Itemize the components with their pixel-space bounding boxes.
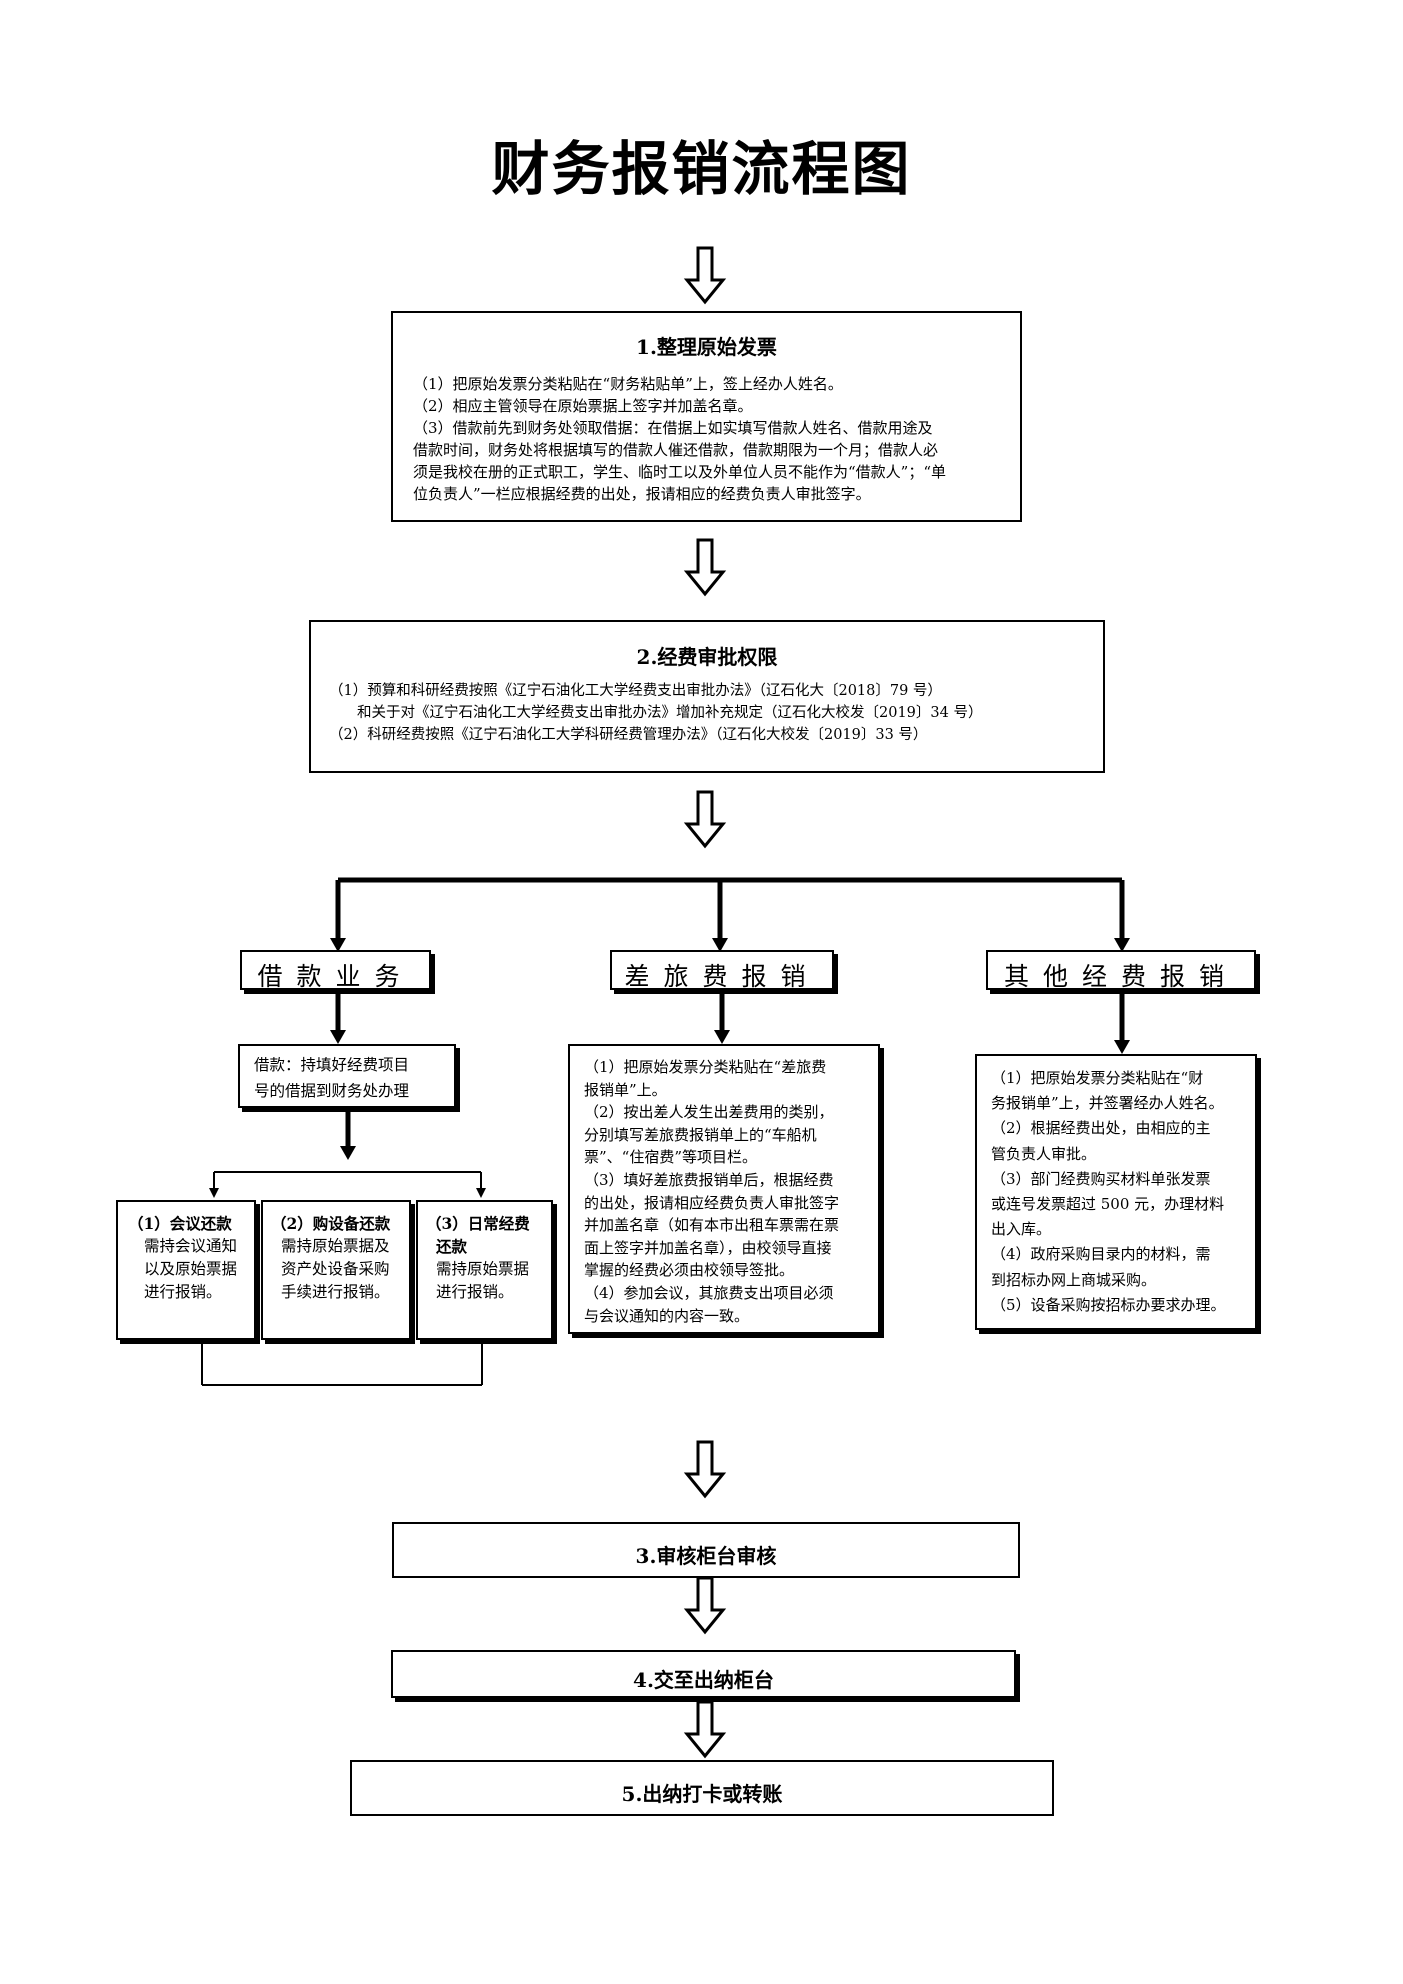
page-title: 财务报销流程图 [491, 135, 912, 203]
other-line: （3）部门经费购买材料单张发票 [991, 1169, 1211, 1188]
step1-line: （1）把原始发票分类粘贴在“财务粘贴单”上，签上经办人姓名。 [413, 375, 843, 393]
step3-box: 3.审核柜台审核 [392, 1522, 1020, 1578]
other-detail-box: （1）把原始发票分类粘贴在“财 务报销单”上，并签署经办人姓名。 （2）根据经费… [975, 1054, 1257, 1330]
step2-line: 和关于对《辽宁石油化工大学经费支出审批办法》增加补充规定（辽石化大校发〔2019… [357, 705, 983, 721]
other-line: （2）根据经费出处，由相应的主 [991, 1119, 1211, 1138]
repay-line: 需持原始票据及 [281, 1237, 390, 1255]
other-line: 出入库。 [991, 1220, 1052, 1239]
travel-line: 掌握的经费必须由校领导签批。 [584, 1261, 795, 1280]
step2-line: （1）预算和科研经费按照《辽宁石油化工大学经费支出审批办法》（辽石化大〔2018… [329, 683, 942, 699]
down-arrow-icon [685, 246, 725, 304]
travel-line: 的出处，报请相应经费负责人审批签字 [584, 1193, 840, 1212]
repay-equipment-box: （2）购设备还款 需持原始票据及 资产处设备采购 手续进行报销。 [261, 1200, 411, 1340]
travel-line: （4）参加会议，其旅费支出项目必须 [584, 1283, 834, 1302]
other-line: 务报销单”上，并签署经办人姓名。 [991, 1094, 1224, 1113]
repay-daily-title: （3）日常经费 [426, 1214, 530, 1233]
branch-travel-label: 差旅费报销 [610, 950, 834, 991]
repay-line: 需持原始票据 [436, 1260, 530, 1278]
other-line: （5）设备采购按招标办要求办理。 [991, 1295, 1226, 1314]
repay-line: 资产处设备采购 [281, 1260, 390, 1278]
down-arrow-icon [685, 1700, 725, 1758]
down-arrow-icon [685, 790, 725, 848]
other-line: 管负责人审批。 [991, 1144, 1097, 1163]
travel-line: 并加盖名章（如有本市出租车票需在票 [584, 1216, 840, 1235]
other-line: 或连号发票超过 500 元，办理材料 [991, 1195, 1225, 1214]
down-arrow-icon [685, 538, 725, 596]
loan-note-box: 借款：持填好经费项目 号的借据到财务处办理 [238, 1044, 456, 1108]
branch-loan-label: 借款业务 [240, 950, 431, 991]
repay-daily-box: （3）日常经费 还款 需持原始票据 进行报销。 [416, 1200, 553, 1340]
down-arrow-icon [685, 1440, 725, 1498]
other-line: 到招标办网上商城采购。 [991, 1270, 1157, 1289]
step1-line: （2）相应主管领导在原始票据上签字并加盖名章。 [413, 397, 753, 415]
step4-box: 4.交至出纳柜台 [391, 1650, 1016, 1698]
travel-line: 报销单”上。 [584, 1080, 667, 1099]
step1-box: 1.整理原始发票 （1）把原始发票分类粘贴在“财务粘贴单”上，签上经办人姓名。 … [391, 311, 1022, 522]
repay-line: 以及原始票据 [144, 1260, 238, 1278]
repay-equipment-title: （2）购设备还款 [271, 1214, 391, 1233]
other-line: （4）政府采购目录内的材料，需 [991, 1245, 1211, 1264]
other-line: （1）把原始发票分类粘贴在“财 [991, 1069, 1204, 1087]
step2-box: 2.经费审批权限 （1）预算和科研经费按照《辽宁石油化工大学经费支出审批办法》（… [309, 620, 1105, 773]
repay-line: 进行报销。 [436, 1283, 514, 1301]
repay-line: 需持会议通知 [144, 1237, 238, 1255]
step1-line: 须是我校在册的正式职工，学生、临时工以及外单位人员不能作为“借款人”；“单 [413, 463, 947, 481]
step2-heading: 2.经费审批权限 [636, 645, 778, 669]
step1-heading: 1.整理原始发票 [636, 335, 777, 359]
repay-line: 手续进行报销。 [281, 1283, 390, 1301]
travel-line: （1）把原始发票分类粘贴在“差旅费 [584, 1058, 827, 1076]
repay-line: 进行报销。 [144, 1283, 222, 1301]
loan-note-line: 号的借据到财务处办理 [254, 1082, 410, 1100]
travel-line: 与会议通知的内容一致。 [584, 1306, 750, 1325]
travel-line: （3）填好差旅费报销单后，根据经费 [584, 1170, 834, 1189]
down-arrow-icon [685, 1576, 725, 1634]
loan-note-line: 借款：持填好经费项目 [254, 1056, 410, 1074]
step2-line: （2）科研经费按照《辽宁石油化工大学科研经费管理办法》（辽石化大校发〔2019〕… [329, 727, 928, 743]
step1-line: （3）借款前先到财务处领取借据：在借据上如实填写借款人姓名、借款用途及 [413, 419, 933, 437]
travel-line: （2）按出差人发生出差费用的类别， [584, 1103, 834, 1122]
travel-detail-box: （1）把原始发票分类粘贴在“差旅费 报销单”上。 （2）按出差人发生出差费用的类… [568, 1044, 880, 1334]
repay-meeting-box: （1）会议还款 需持会议通知 以及原始票据 进行报销。 [116, 1200, 256, 1340]
branch-other-label: 其他经费报销 [986, 950, 1256, 991]
step1-line: 位负责人”一栏应根据经费的出处，报请相应的经费负责人审批签字。 [413, 485, 871, 503]
repay-meeting-title: （1）会议还款 [128, 1214, 232, 1233]
step5-box: 5.出纳打卡或转账 [350, 1760, 1054, 1816]
travel-line: 票”、“住宿费”等项目栏。 [584, 1148, 758, 1167]
travel-line: 面上签字并加盖名章），由校领导直接 [584, 1238, 832, 1257]
repay-daily-title2: 还款 [436, 1237, 468, 1256]
step1-line: 借款时间，财务处将根据填写的借款人催还借款，借款期限为一个月；借款人必 [413, 441, 939, 459]
travel-line: 分别填写差旅费报销单上的“车船机 [584, 1125, 817, 1144]
